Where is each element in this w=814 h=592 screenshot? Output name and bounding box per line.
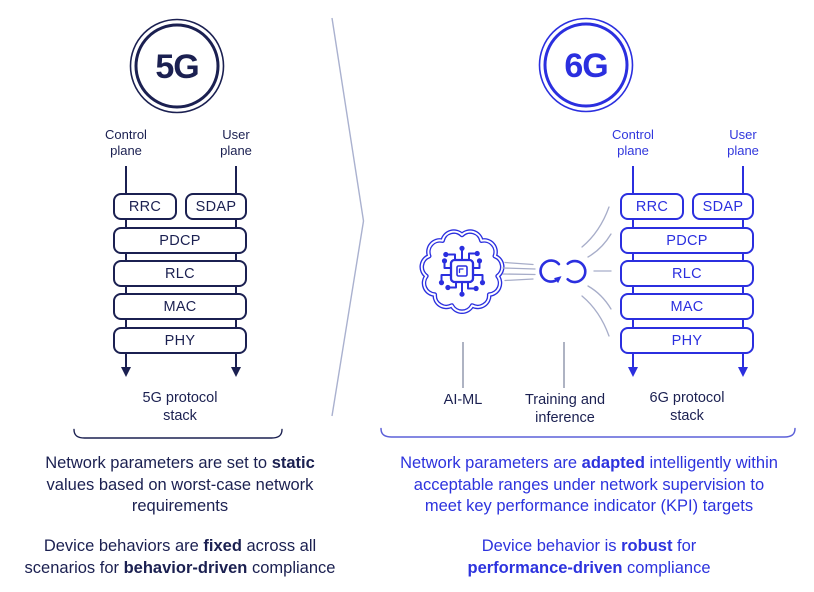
right-stack-caption: 6G protocol stack <box>649 390 725 424</box>
training-inference-label: Training and inference <box>524 392 606 426</box>
text-segment: values based on worst-case network <box>46 475 314 494</box>
text-segment: acceptable ranges under network supervis… <box>413 475 765 494</box>
text-segment: scenarios for <box>24 558 124 577</box>
right-stack-box-sdap: SDAP <box>692 193 754 220</box>
text-segment: Device behavior is <box>481 537 622 555</box>
down-arrow-icon <box>627 367 638 377</box>
infinity-arrowhead <box>554 276 562 284</box>
right-paragraph-robust: Device behavior is robust for performanc… <box>424 536 754 579</box>
text-segment: Network parameters are set to <box>45 454 272 472</box>
text-segment-bold: fixed <box>203 537 242 555</box>
left-stack-box-rlc: RLC <box>113 260 247 287</box>
training-pointer-line <box>563 342 565 388</box>
left-control-plane-label: Control plane <box>105 127 147 158</box>
down-arrow-icon <box>230 367 241 377</box>
right-stack-box-rlc: RLC <box>620 260 754 287</box>
right-user-plane-label: User plane <box>727 127 759 158</box>
badge-6g: 6G <box>538 17 634 113</box>
text-segment-bold: robust <box>621 537 673 555</box>
ai-ml-pointer-line <box>462 342 464 388</box>
text-segment: requirements <box>131 497 229 515</box>
text-segment-bold: performance-driven <box>467 558 623 577</box>
badge-inner-ring <box>134 23 220 109</box>
left-paragraph-static: Network parameters are set to static val… <box>25 453 335 518</box>
infinity-loop-icon <box>539 259 587 284</box>
text-segment: across all <box>241 537 317 555</box>
left-stack-box-sdap: SDAP <box>185 193 247 220</box>
left-stack-box-mac: MAC <box>113 293 247 320</box>
text-segment: for <box>672 537 697 555</box>
down-arrow-icon <box>737 367 748 377</box>
underbrace-left <box>73 428 283 439</box>
text-segment-bold: adapted <box>581 454 645 472</box>
left-stack-box-pdcp: PDCP <box>113 227 247 254</box>
right-stack-box-pdcp: PDCP <box>620 227 754 254</box>
ai-ml-label: AI-ML <box>443 392 483 408</box>
text-segment: compliance <box>622 558 711 577</box>
right-stack-box-phy: PHY <box>620 327 754 354</box>
right-control-plane-label: Control plane <box>612 127 654 158</box>
left-stack-box-phy: PHY <box>113 327 247 354</box>
adaptation-fan-lines <box>581 206 612 337</box>
right-stack-box-mac: MAC <box>620 293 754 320</box>
text-segment-bold: behavior-driven <box>123 558 248 577</box>
left-user-plane-label: User plane <box>220 127 252 158</box>
text-segment: Network parameters are <box>400 454 582 472</box>
left-paragraph-fixed: Device behaviors are fixed across all sc… <box>15 536 345 579</box>
text-segment: intelligently within <box>644 454 778 472</box>
badge-5g: 5G <box>129 18 225 114</box>
right-stack-box-rrc: RRC <box>620 193 684 220</box>
chevron-separator <box>331 17 365 417</box>
text-segment-bold: static <box>271 454 315 472</box>
signal-speed-lines <box>502 261 536 282</box>
badge-outer-ring <box>129 18 225 114</box>
badge-5g-label: 5G <box>155 48 198 86</box>
right-paragraph-adapted: Network parameters are adapted intellige… <box>374 453 804 518</box>
left-stack-box-rrc: RRC <box>113 193 177 220</box>
left-stack-caption: 5G protocol stack <box>142 390 218 424</box>
down-arrow-icon <box>120 367 131 377</box>
underbrace-right <box>380 427 796 438</box>
text-segment: meet key performance indicator (KPI) tar… <box>424 497 754 515</box>
text-segment: compliance <box>247 558 336 577</box>
badge-inner-ring <box>543 22 629 108</box>
text-segment: Device behaviors are <box>43 537 204 555</box>
badge-outer-ring <box>538 17 634 113</box>
badge-6g-label: 6G <box>564 47 607 85</box>
brain-circuit-icon <box>419 229 505 314</box>
